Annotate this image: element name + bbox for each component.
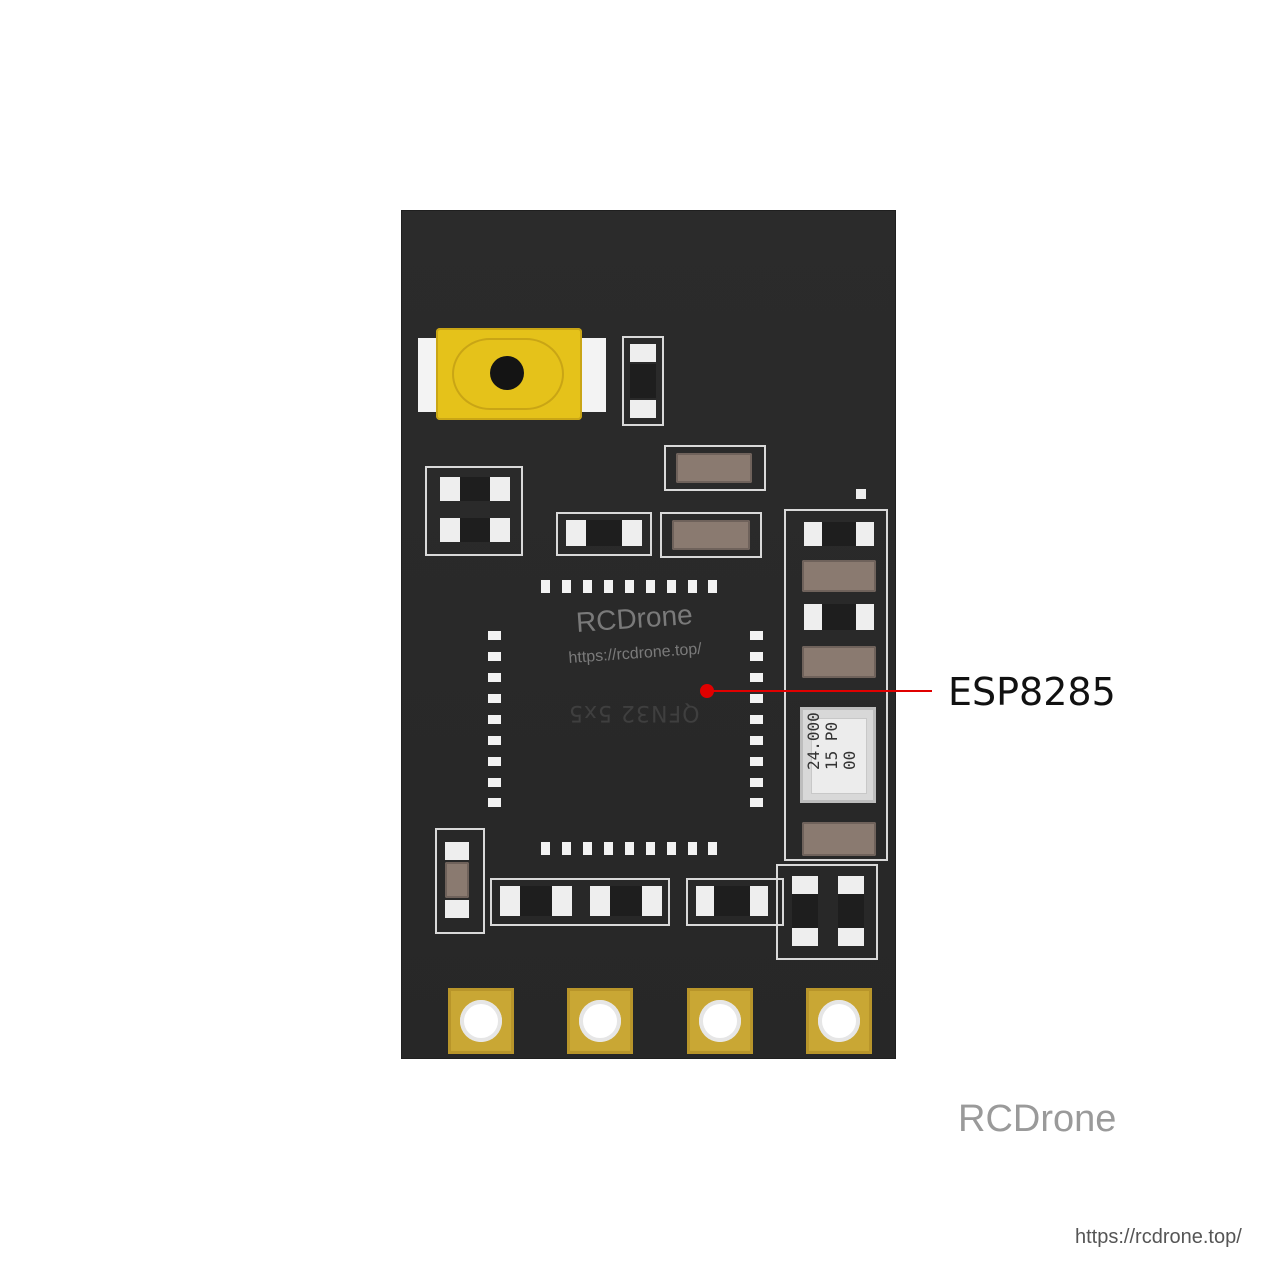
- crystal-line-3: 00: [840, 750, 859, 770]
- watermark-url: https://rcdrone.top/: [1075, 1226, 1242, 1248]
- crystal-line-1: 24.000: [804, 712, 823, 770]
- solder-pad-3: [687, 988, 753, 1054]
- callout-dot: [700, 684, 714, 698]
- solder-pad-4: [806, 988, 872, 1054]
- crystal-oscillator: 24.000 15 P0 00: [800, 707, 876, 803]
- watermark-title: RCDrone: [958, 1098, 1117, 1140]
- solder-pad-2: [567, 988, 633, 1054]
- crystal-line-2: 15 P0: [822, 721, 841, 770]
- callout-label: ESP8285: [948, 670, 1116, 714]
- chip-marking: QFN32 5x5: [568, 700, 700, 725]
- callout-line: [706, 690, 932, 692]
- solder-pad-1: [448, 988, 514, 1054]
